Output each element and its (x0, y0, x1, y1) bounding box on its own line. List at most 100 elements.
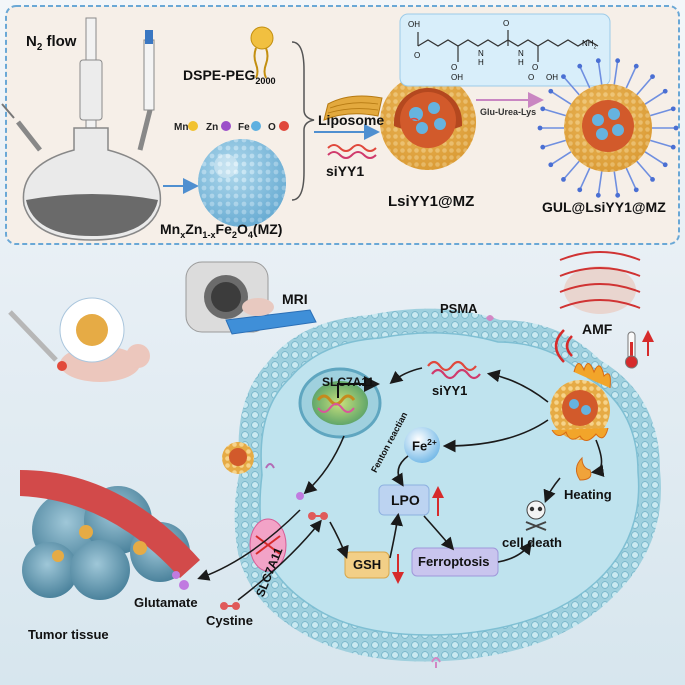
merge-bracket (291, 41, 315, 201)
o-legend-dot (279, 121, 289, 131)
amf-label: AMF (582, 321, 613, 337)
approaching-liposome (222, 442, 254, 474)
cystine-molecule (220, 602, 240, 610)
mn-legend-dot (188, 121, 198, 131)
heating-label: Heating (564, 487, 612, 502)
siyy1-label: siYY1 (326, 163, 365, 179)
ligand-spike (552, 151, 572, 165)
molecule-n-1: N (478, 49, 484, 58)
ligand-spike (544, 139, 567, 148)
ligand-tip (561, 176, 566, 182)
gul-lsiyy1-mz-liposome (537, 58, 679, 198)
fe-legend-label: Fe (238, 122, 250, 133)
molecule-oh-1: OH (408, 20, 420, 29)
psma-receptor-bottom (431, 657, 441, 668)
n2-flow-label: N2 flow (26, 33, 77, 53)
ligand-spike (613, 171, 619, 194)
ligand-spike (613, 62, 619, 85)
heated-liposome (550, 363, 611, 441)
lsiyy1-mz-liposome (380, 74, 476, 170)
molecule-oh-3: OH (546, 73, 558, 82)
glutamate-molecule-inside (296, 492, 304, 500)
nucleus (298, 367, 382, 439)
ligand-spike (636, 77, 652, 96)
tumor-tissue-label: Tumor tissue (28, 627, 109, 642)
molecule-o-4: O (532, 63, 539, 72)
ligand-spike (579, 67, 591, 89)
liposome-label: Liposome (318, 112, 385, 128)
mn-legend-label: Mn (174, 122, 189, 133)
psma-receptor-icon (486, 315, 494, 321)
ligand-tip (595, 58, 601, 64)
ligand-tip (540, 106, 546, 112)
gsh-label: GSH (353, 557, 382, 572)
mouse-injection (8, 297, 150, 382)
gsh-box (344, 551, 390, 579)
fe2-label: Fe2+ (412, 437, 437, 454)
ligand-spike (564, 77, 580, 96)
molecule-o-3: O (503, 19, 510, 28)
ligand-spike (636, 160, 652, 179)
ligand-tip (670, 106, 676, 112)
zn-legend-label: Zn (206, 122, 219, 133)
molecule-o-2: O (451, 63, 458, 72)
ligand-tip (633, 63, 639, 69)
siyy1-cell-icon (427, 360, 481, 380)
glu-urea-lys-structure (399, 13, 611, 87)
psma-receptor-side (265, 463, 275, 469)
ligand-spike (564, 160, 580, 179)
ligand-spike (579, 167, 591, 189)
ligand-tip (537, 125, 543, 131)
molecule-oh-2: OH (451, 73, 463, 82)
dspe-peg-icon (250, 26, 274, 79)
siyy1-rna-icon (327, 144, 377, 159)
ligand-spike (644, 91, 664, 105)
mri-label: MRI (282, 291, 308, 307)
gul-lsiyy1-mz-label: GUL@LsiYY1@MZ (542, 199, 666, 215)
molecule-nh2: NH2 (582, 39, 597, 51)
ligand-tip (650, 74, 655, 80)
ligand-tip (548, 88, 554, 94)
pathway-arrows (303, 367, 605, 563)
ligand-tip (650, 176, 655, 182)
glutamate-label: Glutamate (134, 595, 198, 610)
glutamate-molecule (179, 580, 189, 590)
ligand-tip (673, 125, 679, 131)
ligand-spike (644, 151, 664, 165)
ligand-tip (540, 144, 546, 150)
molecule-n-2: N (518, 49, 524, 58)
reaction-flask (1, 17, 162, 241)
ligand-spike (552, 91, 572, 105)
skull-icon (525, 500, 547, 531)
ligand-tip (670, 144, 676, 150)
lpo-label: LPO (391, 492, 420, 508)
mz-formula-label: MnxZn1-xFe2O4(MZ) (160, 221, 283, 240)
ligand-tip (577, 187, 583, 193)
fe2-ion (404, 427, 440, 463)
glu-urea-lys-label: Glu-Urea-Lys (480, 107, 537, 117)
lsiyy1-mz-label: LsiYY1@MZ (388, 193, 475, 210)
psma-label: PSMA (440, 301, 478, 316)
ligand-tip (577, 63, 583, 69)
ligand-tip (615, 58, 621, 64)
zn-legend-dot (221, 121, 231, 131)
ferroptosis-label: Ferroptosis (418, 554, 490, 569)
mri-scanner (185, 261, 317, 335)
ligand-spike (597, 62, 603, 85)
molecule-h-2: H (518, 58, 524, 67)
ligand-spike (625, 167, 637, 189)
ligand-spike (649, 108, 672, 117)
o-legend-label: O (268, 122, 276, 133)
molecule-o-5: O (528, 73, 535, 82)
gul-liposome-core (564, 84, 652, 172)
ligand-tip (561, 74, 566, 80)
ligand-tip (633, 187, 639, 193)
slc7a11-gene-label: SLC7A11 (322, 375, 375, 389)
gene-activation-arrow (337, 376, 380, 398)
thermometer-icon (625, 331, 638, 369)
tumor-tissue (20, 470, 200, 600)
cell-death-label: cell death (502, 535, 562, 550)
ligand-tip (615, 192, 621, 198)
ligand-spike (544, 108, 567, 117)
ligand-tip (595, 192, 601, 198)
